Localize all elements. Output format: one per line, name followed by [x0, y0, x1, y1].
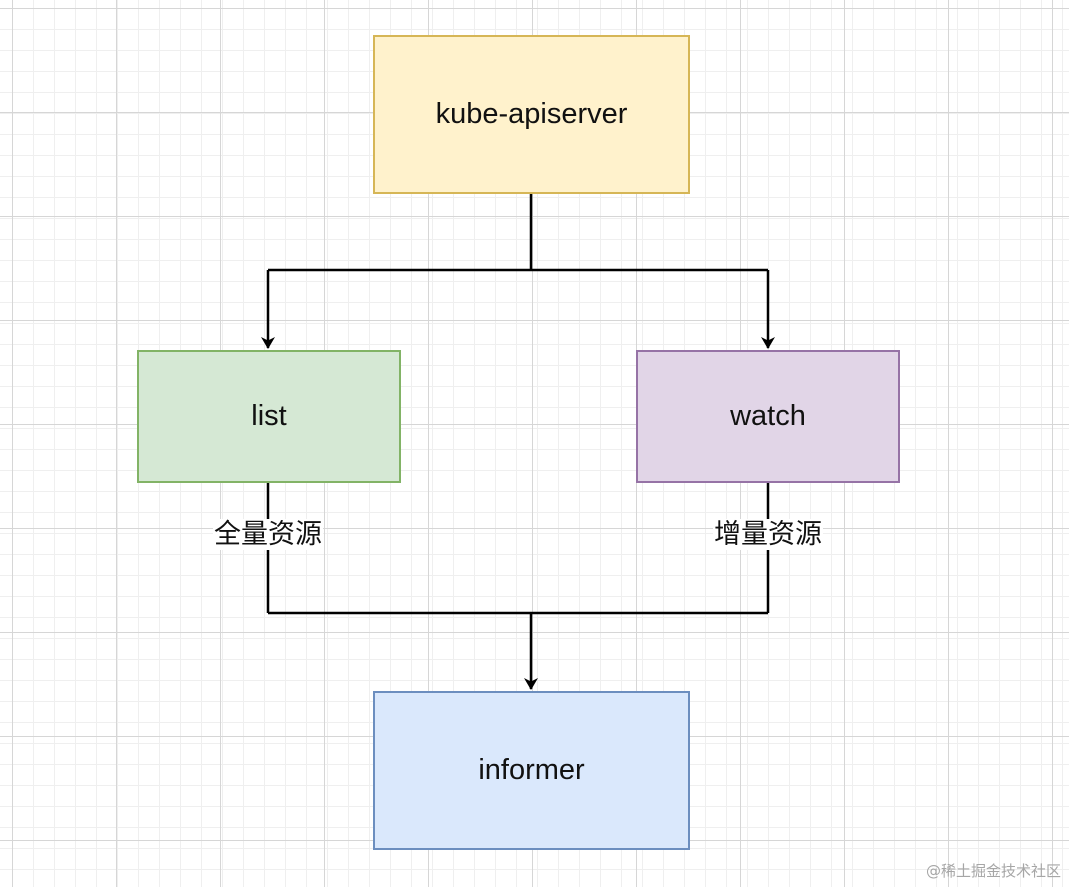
node-list[interactable]: list	[137, 350, 401, 483]
watermark: @稀土掘金技术社区	[926, 860, 1061, 881]
node-informer[interactable]: informer	[373, 691, 690, 850]
node-watch[interactable]: watch	[636, 350, 900, 483]
node-list-label: list	[251, 400, 286, 433]
edge-label-incremental-resources: 增量资源	[713, 519, 823, 550]
node-kube-apiserver-label: kube-apiserver	[436, 98, 628, 131]
node-kube-apiserver[interactable]: kube-apiserver	[373, 35, 690, 194]
node-watch-label: watch	[730, 400, 806, 433]
node-informer-label: informer	[478, 754, 584, 787]
edge-label-full-resources: 全量资源	[213, 519, 323, 550]
